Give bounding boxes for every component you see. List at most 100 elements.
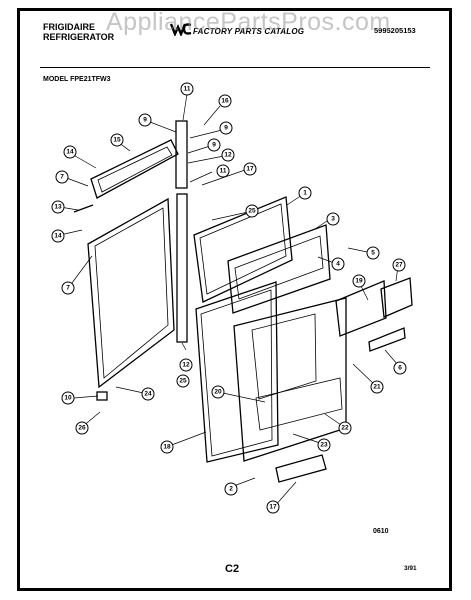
svg-text:11: 11 (220, 168, 227, 175)
fresh-food-gasket (87, 197, 175, 389)
page-id: C2 (225, 563, 240, 575)
callout-5: 5 (366, 246, 380, 260)
callout-14a: 14 (63, 145, 77, 159)
callout-23: 23 (317, 438, 331, 452)
kick-plate-17 (275, 454, 327, 483)
svg-text:25: 25 (179, 378, 187, 385)
catalog-title: FACTORY PARTS CATALOG (193, 27, 305, 36)
svg-text:15: 15 (113, 137, 121, 144)
fresh-food-door-inner (200, 289, 273, 457)
handle-rod-13 (73, 204, 94, 213)
svg-text:14: 14 (66, 149, 74, 156)
callout-16b: 17 (243, 162, 257, 176)
callout-9a: 9 (219, 121, 233, 135)
svg-text:27: 27 (395, 262, 403, 269)
freezer-door-outer (193, 196, 293, 303)
callout-10: 10 (61, 391, 75, 405)
callout-11a: 11 (180, 82, 194, 96)
callout-16a: 16 (218, 94, 232, 108)
callout-15: 15 (110, 133, 124, 147)
bottom-hinge-10 (96, 391, 108, 401)
liner-recess (251, 313, 317, 400)
callout-12b: 12 (179, 358, 193, 372)
svg-text:12: 12 (224, 152, 232, 159)
callout-1: 1 (298, 186, 312, 200)
callout-8: 9 (138, 113, 152, 127)
freezer-door-inner (199, 203, 287, 295)
callout-7b: 7 (61, 281, 75, 295)
callout-2: 2 (224, 482, 238, 496)
callout-17: 17 (266, 500, 280, 514)
callout-6: 6 (393, 361, 407, 375)
callout-20: 20 (211, 385, 225, 399)
svg-text:9: 9 (224, 125, 228, 132)
callout-27: 27 (392, 258, 406, 272)
brand-name: FRIGIDAIRE (43, 22, 96, 32)
svg-text:9: 9 (212, 142, 216, 149)
callout-21: 21 (370, 380, 384, 394)
callout-26: 26 (75, 421, 89, 435)
svg-text:24: 24 (144, 391, 152, 398)
callout-25b: 25 (176, 374, 190, 388)
svg-text:20: 20 (214, 389, 222, 396)
svg-text:13: 13 (54, 204, 62, 211)
fresh-food-gasket-inner (94, 207, 169, 379)
svg-text:9: 9 (143, 117, 147, 124)
svg-text:23: 23 (320, 442, 328, 449)
svg-text:3: 3 (331, 216, 335, 223)
svg-text:7: 7 (66, 285, 70, 292)
callout-25a: 25 (245, 204, 259, 218)
svg-text:17: 17 (246, 166, 254, 173)
door-shelf-6 (368, 327, 406, 352)
svg-text:25: 25 (248, 208, 256, 215)
svg-text:10: 10 (64, 395, 72, 402)
svg-text:26: 26 (78, 425, 86, 432)
liner-shelf (255, 377, 343, 431)
door-bin-27 (380, 277, 413, 318)
drawing-code: 0610 (373, 528, 389, 535)
freezer-gasket (90, 139, 179, 199)
product-type: REFRIGERATOR (43, 32, 115, 42)
svg-text:11: 11 (184, 86, 191, 93)
freezer-shelf (234, 235, 324, 300)
freezer-liner (227, 224, 331, 314)
callout-24: 24 (141, 387, 155, 401)
svg-text:4: 4 (336, 261, 340, 268)
callout-4: 4 (331, 257, 345, 271)
fresh-food-door-outer (195, 281, 279, 463)
svg-text:1: 1 (303, 190, 307, 197)
hinge-cylinder-upper (175, 120, 188, 189)
svg-text:2: 2 (229, 486, 233, 493)
callout-group: 11 16 9 9 9 12 11 17 15 14 7 13 14 7 1 2… (51, 82, 407, 514)
callout-12a: 12 (221, 148, 235, 162)
callout-13: 13 (51, 200, 65, 214)
svg-text:17: 17 (269, 504, 277, 511)
model-label: MODEL FPE21TFW3 (43, 76, 111, 83)
svg-text:7: 7 (60, 174, 64, 181)
svg-text:14: 14 (54, 233, 62, 240)
svg-text:18: 18 (163, 444, 171, 451)
svg-text:22: 22 (341, 425, 349, 432)
fresh-food-liner (233, 297, 347, 462)
callout-19: 19 (352, 274, 366, 288)
revision-date: 3/91 (404, 565, 417, 572)
svg-text:12: 12 (182, 362, 190, 369)
door-bin-19 (335, 280, 387, 337)
svg-text:6: 6 (398, 365, 402, 372)
callout-22: 22 (338, 421, 352, 435)
model-rule (40, 67, 430, 68)
callout-7a: 7 (55, 170, 69, 184)
svg-text:5: 5 (371, 250, 375, 257)
hinge-cylinder-lower (176, 193, 188, 343)
freezer-gasket-inner (97, 146, 173, 193)
callout-14b: 14 (51, 229, 65, 243)
callout-3: 3 (326, 212, 340, 226)
callout-11b: 11 (216, 164, 230, 178)
brand-block: FRIGIDAIRE REFRIGERATOR (43, 22, 114, 42)
watermark-text: AppliancePartsPros.com (106, 8, 391, 36)
callout-9b: 9 (207, 138, 221, 152)
wci-logo (170, 23, 192, 36)
svg-text:21: 21 (373, 384, 381, 391)
callout-18: 18 (160, 440, 174, 454)
